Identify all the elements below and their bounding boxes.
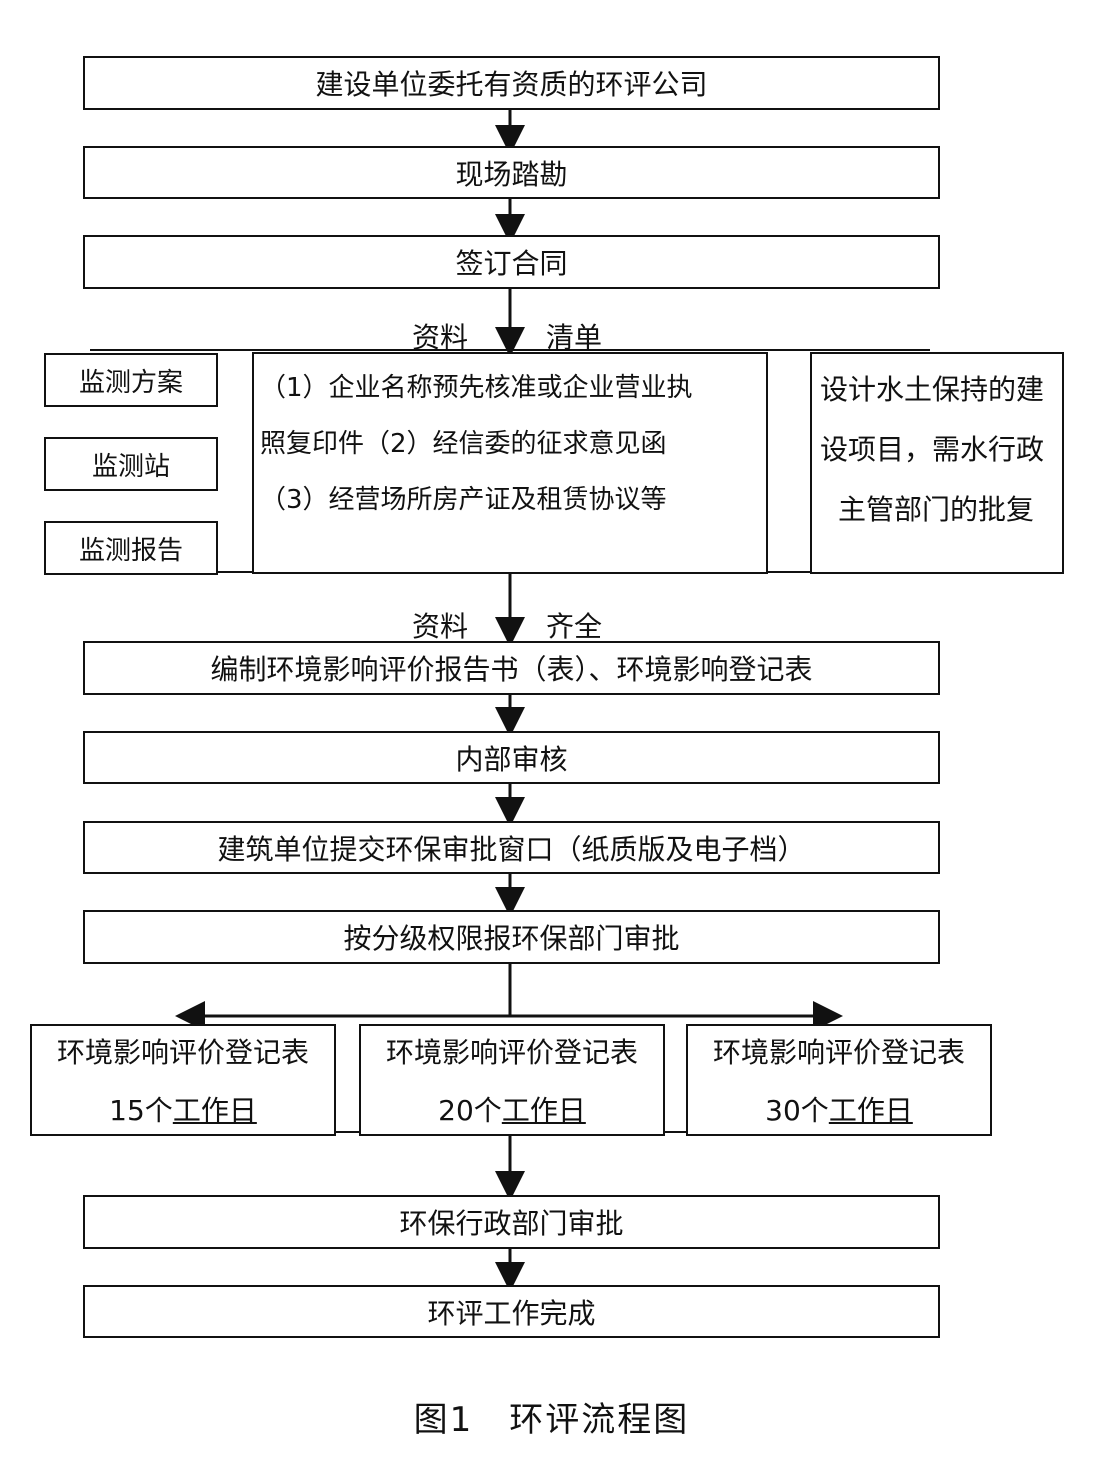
water-line-2: 设项目，需水行政: [820, 433, 1045, 466]
step-admin-approval: 环保行政部门审批: [83, 1195, 940, 1249]
step-internal-review-label: 内部审核: [455, 742, 568, 776]
step-submit-approval-window-label: 建筑单位提交环保审批窗口（纸质版及电子档）: [217, 832, 806, 866]
approval-30-days: 30个工作日: [765, 1089, 913, 1129]
step-sign-contract-label: 签订合同: [455, 247, 568, 280]
approval-15-days-box: 环境影响评价登记表 15个工作日: [30, 1024, 336, 1136]
water-conservation-box: 设计水土保持的建 设项目，需水行政 主管部门的批复: [810, 352, 1064, 574]
materials-line-2: 照复印件（2）经信委的征求意见函: [260, 429, 667, 459]
label-materials-top: 资料: [412, 321, 469, 354]
label-complete: 齐全: [546, 610, 603, 643]
approval-30-days-number: 30: [765, 1094, 801, 1127]
materials-line-3: （3）经营场所房产证及租赁协议等: [260, 485, 667, 515]
step-compile-eia-report-label: 编制环境影响评价报告书（表）、环境影响登记表: [210, 653, 813, 686]
figure-caption: 图1 环评流程图: [413, 1400, 690, 1440]
step-sign-contract: 签订合同: [83, 235, 940, 289]
monitoring-station-label: 监测站: [91, 451, 170, 482]
approval-20-title: 环境影响评价登记表: [385, 1036, 638, 1069]
label-materials-bottom: 资料: [412, 610, 469, 643]
label-list: 清单: [546, 321, 603, 354]
approval-20-days-box: 环境影响评价登记表 20个工作日: [359, 1024, 665, 1136]
step-entrust-eia-company-label: 建设单位委托有资质的环评公司: [315, 68, 708, 101]
water-line-3: 主管部门的批复: [838, 493, 1035, 526]
approval-15-days-number: 15: [109, 1094, 145, 1127]
monitoring-plan-box: 监测方案: [44, 353, 218, 407]
monitoring-report-label: 监测报告: [78, 535, 183, 566]
monitoring-plan-label: 监测方案: [78, 367, 183, 398]
step-internal-review: 内部审核: [83, 731, 940, 784]
approval-15-title: 环境影响评价登记表: [56, 1036, 309, 1069]
approval-30-days-unit: 个: [800, 1094, 829, 1127]
step-entrust-eia-company: 建设单位委托有资质的环评公司: [83, 56, 940, 110]
approval-20-days-unit: 个: [473, 1094, 502, 1127]
approval-15-days: 15个工作日: [109, 1089, 257, 1129]
step-admin-approval-label: 环保行政部门审批: [399, 1207, 624, 1240]
water-line-1: 设计水土保持的建: [820, 373, 1045, 406]
monitoring-station-box: 监测站: [44, 437, 218, 491]
step-report-by-level-label: 按分级权限报环保部门审批: [343, 922, 680, 955]
approval-15-days-text: 工作日: [172, 1094, 257, 1127]
approval-30-days-box: 环境影响评价登记表 30个工作日: [686, 1024, 992, 1136]
materials-list-box: （1）企业名称预先核准或企业营业执 照复印件（2）经信委的征求意见函 （3）经营…: [252, 352, 768, 574]
step-site-survey: 现场踏勘: [83, 146, 940, 199]
step-eia-complete: 环评工作完成: [83, 1285, 940, 1338]
approval-30-days-text: 工作日: [828, 1094, 913, 1127]
step-compile-eia-report: 编制环境影响评价报告书（表）、环境影响登记表: [83, 641, 940, 695]
approval-15-days-unit: 个: [144, 1094, 173, 1127]
approval-20-days: 20个工作日: [438, 1089, 586, 1129]
step-report-by-level: 按分级权限报环保部门审批: [83, 910, 940, 964]
step-submit-approval-window: 建筑单位提交环保审批窗口（纸质版及电子档）: [83, 821, 940, 874]
approval-30-title: 环境影响评价登记表: [712, 1036, 965, 1069]
monitoring-report-box: 监测报告: [44, 521, 218, 575]
step-site-survey-label: 现场踏勘: [455, 157, 568, 191]
approval-20-days-text: 工作日: [501, 1094, 586, 1127]
approval-20-days-number: 20: [438, 1094, 474, 1127]
step-eia-complete-label: 环评工作完成: [427, 1296, 596, 1330]
materials-line-1: （1）企业名称预先核准或企业营业执: [260, 373, 693, 403]
